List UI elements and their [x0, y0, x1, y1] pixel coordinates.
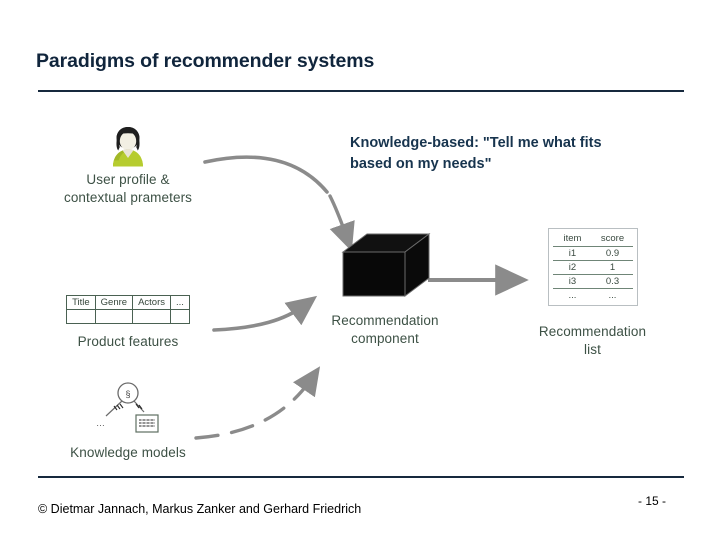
table-header-row: item score	[552, 232, 633, 247]
table-cell: i3	[552, 274, 593, 289]
table-row	[66, 309, 190, 324]
table-row: i2 1	[552, 260, 633, 275]
table-cell	[132, 309, 172, 324]
product-features-label: Product features	[77, 334, 179, 349]
knowledge-ellipsis: …	[96, 418, 105, 428]
recommendation-list-label: Recommendation list	[500, 323, 685, 359]
table-cell: 1	[592, 260, 633, 275]
svg-text:§: §	[125, 389, 130, 399]
rec-component-label-line-1: Recommendation	[331, 313, 439, 328]
recommendation-list-table-frame: item score i1 0.9 i2 1 i3 0.3	[547, 228, 638, 306]
knowledge-based-callout: Knowledge-based: "Tell me what fits base…	[350, 133, 680, 175]
title-divider	[38, 90, 684, 92]
table-row: ... ...	[553, 289, 633, 303]
user-profile-label: User profile & contextual prameters	[28, 171, 228, 207]
footer-divider	[38, 476, 684, 478]
knowledge-models-label: Knowledge models	[70, 445, 186, 460]
node-product-features: Title Genre Actors ... Product features	[28, 295, 228, 351]
table-cell: i2	[552, 260, 593, 275]
user-profile-label-line-2: contextual prameters	[63, 190, 193, 206]
node-recommendation-list: item score i1 0.9 i2 1 i3 0.3	[500, 228, 685, 359]
diagram-area: Knowledge-based: "Tell me what fits base…	[0, 100, 720, 470]
table-cell: 0.3	[592, 274, 633, 289]
node-recommendation-component: Recommendation component	[285, 230, 485, 348]
table-header-row: Title Genre Actors ...	[66, 295, 190, 310]
table-cell	[170, 309, 190, 324]
table-cell: i1	[552, 246, 593, 261]
recommendation-list-table: item score i1 0.9 i2 1 i3 0.3	[552, 232, 633, 303]
node-knowledge-models: § …	[28, 382, 228, 462]
table-cell: 0.9	[592, 246, 633, 261]
table-header-cell: Actors	[132, 295, 172, 310]
table-cell: ...	[568, 290, 577, 301]
footer-copyright: © Dietmar Jannach, Markus Zanker and Ger…	[38, 502, 362, 516]
callout-line-2: based on my needs"	[350, 156, 492, 173]
table-row: i3 0.3	[552, 274, 633, 289]
product-features-table: Title Genre Actors ...	[66, 295, 190, 324]
node-user-profile: User profile & contextual prameters	[28, 125, 228, 207]
knowledge-graph-icon: § …	[96, 382, 159, 433]
table-cell	[94, 309, 134, 324]
callout-line-1: Knowledge-based: "Tell me what fits	[350, 135, 602, 151]
table-cell	[66, 309, 96, 324]
table-header-cell: score	[592, 232, 633, 247]
table-header-cell: Title	[66, 295, 96, 310]
rec-list-label-line-1: Recommendation	[538, 324, 647, 339]
user-avatar-icon	[113, 127, 143, 167]
table-header-cell: ...	[170, 295, 190, 310]
table-header-cell: Genre	[94, 295, 134, 310]
rec-list-label-line-2: list	[584, 342, 601, 358]
table-cell: ...	[608, 290, 617, 301]
recommendation-component-label: Recommendation component	[285, 312, 485, 348]
black-box-icon	[341, 233, 431, 297]
page-number: - 15 -	[637, 494, 666, 508]
page-title: Paradigms of recommender systems	[36, 50, 375, 72]
rec-component-label-line-2: component	[351, 331, 419, 347]
table-header-cell: item	[552, 232, 593, 247]
user-profile-label-line-1: User profile &	[86, 172, 170, 187]
table-row: i1 0.9	[552, 246, 633, 261]
